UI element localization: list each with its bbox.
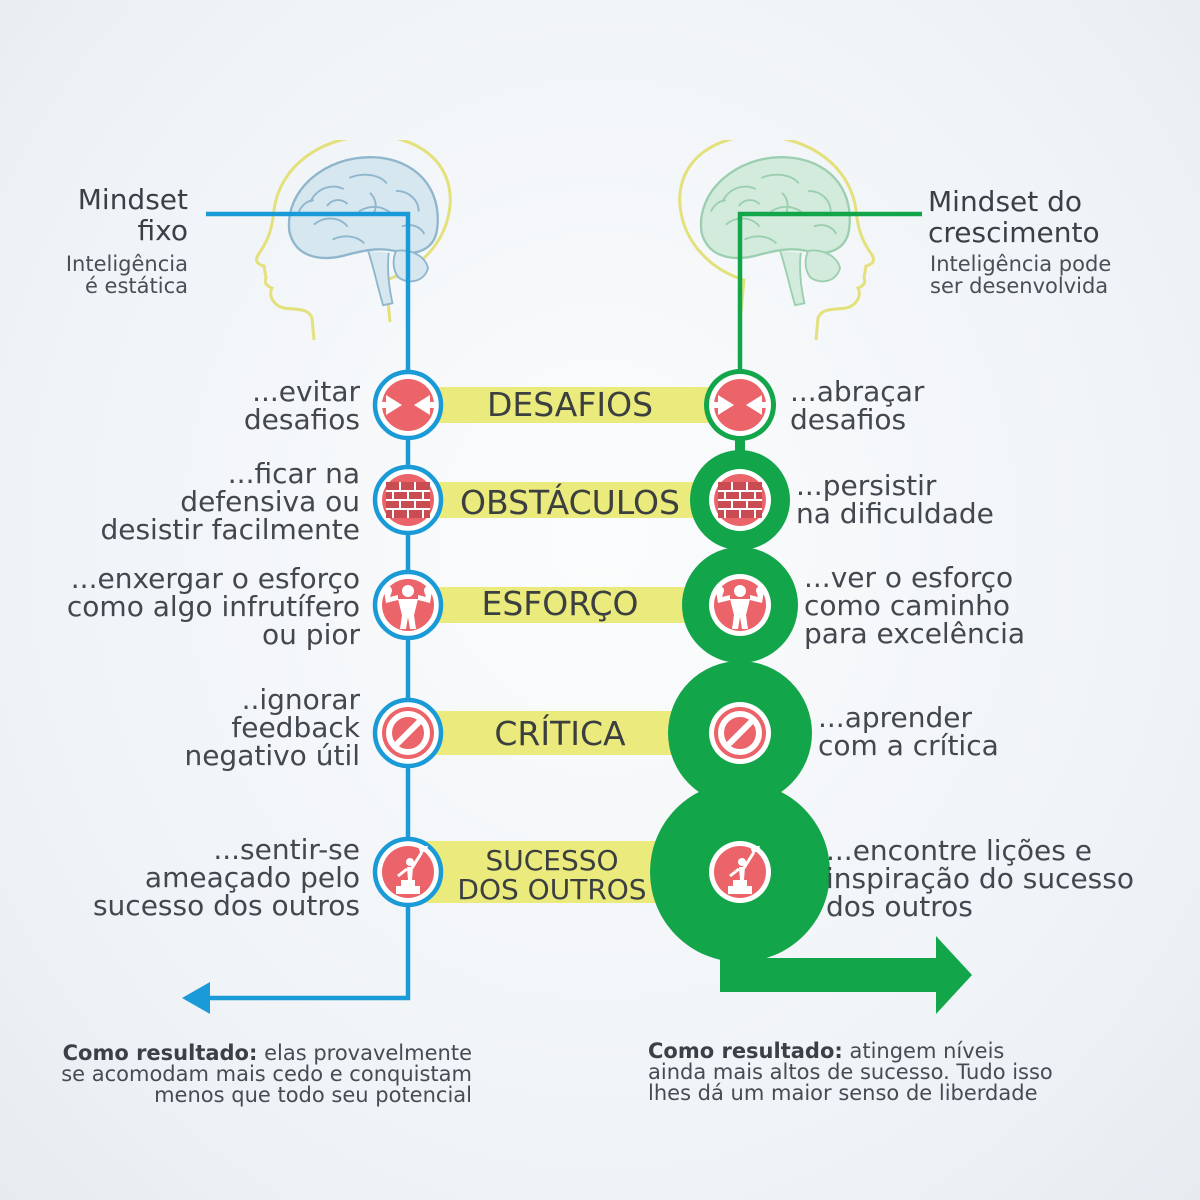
rung-label-challenges: DESAFIOS (486, 385, 654, 424)
fixed-mindset-head-icon (255, 140, 452, 342)
rung-label-obstacles: OBSTÁCULOS (460, 483, 680, 522)
brick-wall-icon (718, 482, 762, 518)
growth-result-text: Como resultado: atingem níveis ainda mai… (648, 1039, 1053, 1105)
growth-arrow (720, 930, 972, 1014)
rung-label-effort: ESFORÇO (481, 584, 639, 623)
flexing-strongman-icon (716, 585, 764, 629)
growth-rung-node (682, 547, 798, 663)
prohibited-sign-icon (718, 711, 762, 755)
prohibited-sign-icon (386, 711, 430, 755)
fixed-rung-node (372, 569, 444, 641)
flexing-strongman-icon (384, 585, 432, 629)
fixed-rung-node (372, 464, 444, 536)
rung-band (408, 387, 740, 423)
arrows-inward-icon (382, 395, 434, 415)
rung-label-criticism: CRÍTICA (494, 714, 626, 753)
growth-mindset-head-icon (678, 140, 875, 342)
fixed-rung-node (372, 369, 444, 441)
growth-rung-node (668, 661, 812, 805)
rung-band (408, 482, 740, 518)
fixed-result-text: Como resultado: elas provavelmente se ac… (61, 1041, 472, 1107)
fixed-rung-node (372, 836, 444, 908)
growth-rung-node (650, 782, 830, 962)
trophy-figure-icon (728, 846, 760, 894)
growth-rung-node (690, 450, 790, 550)
trophy-figure-icon (396, 846, 428, 894)
fixed-rung-node (372, 697, 444, 769)
growth-rung-node (704, 369, 776, 441)
brick-wall-icon (386, 482, 430, 518)
growth-mindset-path (737, 211, 922, 370)
arrows-inward-icon (714, 395, 766, 415)
fixed-arrowhead-icon (182, 982, 210, 1014)
